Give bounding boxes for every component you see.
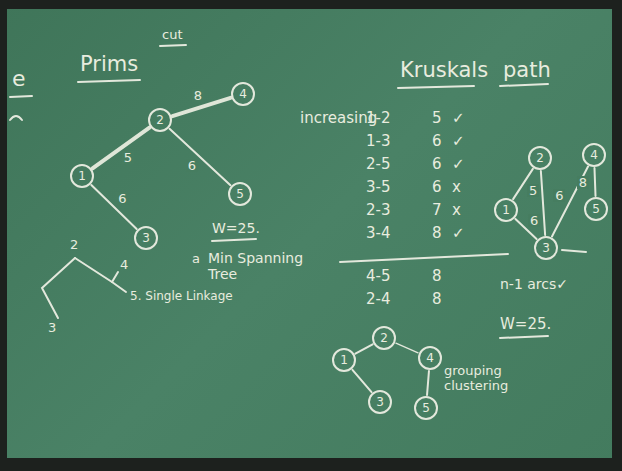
edge-weight: 6 — [528, 214, 540, 227]
node-number: 3 — [376, 396, 384, 408]
edge-weight: 6 — [116, 192, 128, 205]
chalk-text: ✓ — [452, 225, 465, 242]
chalk-text: Prims — [80, 52, 138, 76]
chalk-text: 8 — [432, 268, 442, 285]
chalk-text: 1-2 — [366, 110, 391, 127]
chalk-text: 6 — [432, 133, 442, 150]
edge-line — [594, 168, 595, 196]
chalk-text: 5. Single Linkage — [130, 290, 233, 304]
node-circle: 2 — [148, 108, 172, 132]
graph-edge — [355, 344, 372, 353]
node-number: 2 — [380, 332, 388, 344]
node-number: 4 — [590, 149, 598, 161]
chalk-text: 3-5 — [366, 179, 391, 196]
node-number: 1 — [340, 354, 348, 366]
edge-line — [91, 185, 136, 229]
graph-edge — [427, 371, 429, 395]
graph-edge — [91, 185, 136, 229]
edge-weight: 8 — [577, 176, 589, 189]
edge-line — [355, 344, 372, 353]
chalk-text: W=25. — [500, 316, 551, 333]
chalk-text: ✓ — [452, 133, 465, 150]
chalk-text: 3 — [48, 321, 56, 336]
chalk-text: 2 — [70, 238, 78, 253]
edge-weight: 5 — [122, 151, 134, 164]
node-circle: 1 — [70, 164, 94, 188]
edge-weight: 6 — [553, 189, 565, 202]
node-circle: 5 — [584, 197, 608, 221]
node-circle: 1 — [494, 198, 518, 222]
chalk-text: grouping clustering — [444, 364, 524, 394]
edge-line — [352, 370, 371, 392]
chalk-text: x — [452, 202, 461, 219]
node-circle: 2 — [372, 326, 396, 350]
chalk-text: Kruskals — [400, 58, 488, 82]
node-number: 2 — [156, 114, 164, 126]
graph-edge — [352, 370, 371, 392]
node-circle: 2 — [528, 146, 552, 170]
graph-edge — [396, 343, 418, 353]
node-circle: 5 — [228, 182, 252, 206]
edge-weight: 6 — [186, 159, 198, 172]
chalk-text: 1-3 — [366, 133, 391, 150]
chalk-text: cut — [162, 28, 182, 43]
chalk-text: a — [192, 252, 200, 267]
edge-weight: 5 — [527, 184, 539, 197]
chalk-text: e — [12, 66, 26, 91]
node-number: 3 — [542, 242, 550, 254]
graph-edge — [170, 129, 231, 185]
edge-line — [93, 128, 150, 169]
node-number: 5 — [592, 203, 600, 215]
graph-edge — [541, 171, 545, 235]
node-number: 1 — [502, 204, 510, 216]
edge-line — [427, 371, 429, 395]
node-circle: 4 — [582, 143, 606, 167]
chalk-text: 8 — [432, 291, 442, 308]
chalk-text: x — [452, 179, 461, 196]
node-circle: 3 — [134, 226, 158, 250]
node-circle: 1 — [332, 348, 356, 372]
chalk-text: ✓ — [452, 110, 465, 127]
node-number: 4 — [426, 352, 434, 364]
edge-line — [541, 171, 545, 235]
node-number: 5 — [236, 188, 244, 200]
chalk-text: W=25. — [212, 220, 260, 236]
chalk-text: path — [503, 58, 551, 82]
node-circle: 4 — [231, 82, 255, 106]
node-number: 4 — [239, 88, 247, 100]
node-number: 5 — [422, 402, 430, 414]
chalk-text: 2-3 — [366, 202, 391, 219]
chalk-text: 4-5 — [366, 268, 391, 285]
node-circle: 3 — [368, 390, 392, 414]
chalk-text: Min Spanning Tree — [208, 250, 312, 282]
node-number: 1 — [78, 170, 86, 182]
chalk-text: 6 — [432, 156, 442, 173]
chalk-text: 3-4 — [366, 225, 391, 242]
chalk-text: ✓ — [452, 156, 465, 173]
node-circle: 5 — [414, 396, 438, 420]
chalk-text: 6 — [432, 179, 442, 196]
chalk-text: 4 — [120, 258, 128, 273]
chalk-text: 7 — [432, 202, 442, 219]
graph-edge — [93, 128, 150, 169]
node-number: 2 — [536, 152, 544, 164]
graph-edge — [594, 168, 595, 196]
edge-line — [396, 343, 418, 353]
chalk-text: n-1 arcs✓ — [500, 276, 568, 292]
node-circle: 3 — [534, 236, 558, 260]
chalk-text: 5 — [432, 110, 442, 127]
chalk-text: increasing — [300, 110, 377, 127]
node-circle: 4 — [418, 346, 442, 370]
edge-weight: 8 — [192, 89, 204, 102]
node-number: 3 — [142, 232, 150, 244]
chalk-text: 8 — [432, 225, 442, 242]
edge-line — [170, 129, 231, 185]
chalk-text: 2-5 — [366, 156, 391, 173]
chalk-text: 2-4 — [366, 291, 391, 308]
